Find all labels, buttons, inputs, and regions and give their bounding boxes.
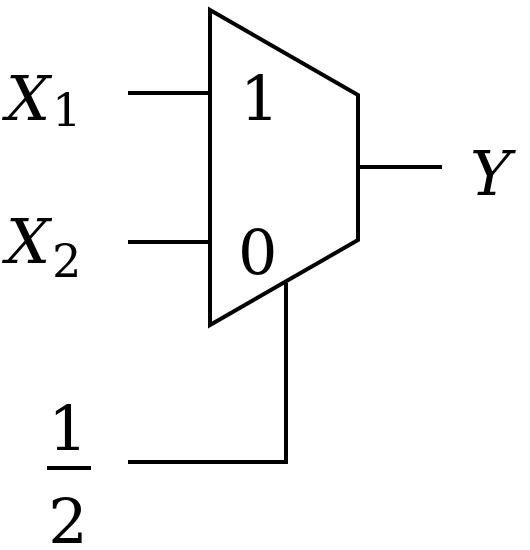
mux-port-label-1: 1 [240, 62, 279, 135]
select-fraction: 1 2 [47, 392, 91, 550]
mux-port-label-0: 0 [238, 216, 277, 289]
output-label-y: Y [470, 137, 516, 210]
mux-body [208, 6, 360, 329]
input-label-x1: X1 [2, 62, 81, 137]
input-label-x2: X2 [2, 205, 81, 288]
fraction-numerator: 1 [48, 392, 87, 465]
fraction-denominator: 2 [48, 485, 87, 550]
select-wire [128, 283, 288, 464]
